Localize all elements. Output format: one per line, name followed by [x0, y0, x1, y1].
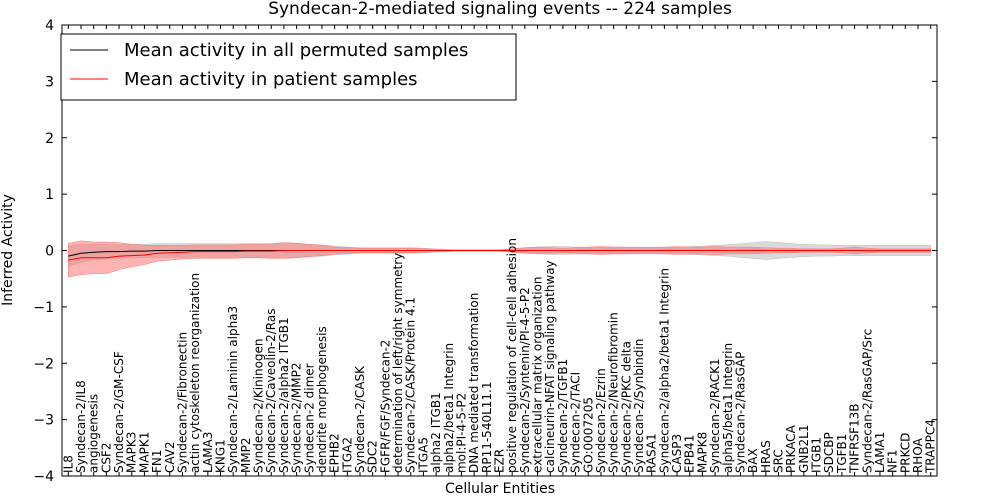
x-tick-label: Syndecan-2/Synbindin — [632, 339, 646, 473]
x-tick-label: TGFB1 — [835, 434, 849, 474]
y-tick-label: 0 — [45, 244, 54, 260]
x-tick-label: HRAS — [759, 440, 773, 473]
x-tick-label: CSF2 — [99, 442, 113, 473]
x-tick-label: Syndecan-2/Neurofibromin — [607, 312, 621, 473]
x-tick-label: LAMA1 — [873, 432, 887, 473]
x-tick-label: MAPK1 — [137, 432, 151, 473]
x-tick-label: NF1 — [886, 449, 900, 473]
x-tick-label: DNA mediated transformation — [467, 293, 481, 473]
legend: Mean activity in all permuted samples Me… — [60, 33, 517, 101]
x-tick-label: RHOA — [911, 437, 925, 473]
series-line-patient — [68, 250, 931, 261]
x-tick-label: KNG1 — [214, 439, 228, 473]
x-tick-label: Syndecan-2 dimer — [302, 363, 316, 473]
x-tick-label: Syndecan-2/RasGAP/Src — [860, 329, 874, 473]
x-tick-label: actin cytoskeleton reorganization — [188, 273, 202, 473]
x-tick-labels: IL8Syndecan-2/IL8angiogenesisCSF2Syndeca… — [61, 25, 938, 476]
x-tick-label: RP11-540L11.1 — [480, 381, 494, 472]
x-tick-label: dendrite morphogenesis — [315, 326, 329, 473]
x-tick-label: TRAPPC4 — [924, 419, 938, 474]
y-ticks: −4 −3 −2 −1 0 1 2 3 4 — [33, 18, 937, 485]
x-tick-label: Syndecan-2/alpha2/beta1 Integrin — [657, 268, 671, 473]
y-tick-label: 3 — [45, 74, 54, 90]
x-tick-label: BAX — [746, 448, 760, 473]
y-axis-label: Inferred Activity — [0, 194, 16, 306]
x-tick-label: EPB41 — [683, 435, 697, 473]
x-tick-label: RASA1 — [645, 433, 659, 473]
x-tick-label: ITGB1 — [810, 437, 824, 473]
y-tick-label: 1 — [45, 187, 54, 203]
x-tick-label: Syndecan-2/Caveolin-2/Ras — [264, 309, 278, 473]
x-tick-label: CASP3 — [670, 434, 684, 473]
x-tick-label: MMP2 — [239, 437, 253, 473]
x-tick-label: extracellular matrix organization — [531, 276, 545, 473]
x-tick-label: Syndecan-2/TGFB1 — [556, 359, 570, 473]
x-tick-label: SDC2 — [366, 440, 380, 473]
x-tick-label: Syndecan-2/CASK — [353, 365, 367, 473]
x-tick-label: calcineurin-NFAT signaling pathway — [543, 260, 557, 473]
y-tick-label: −4 — [33, 469, 54, 485]
x-tick-label: EZR — [493, 449, 507, 473]
x-tick-label: alpha2/beta1 Integrin — [442, 343, 456, 473]
x-tick-label: FN1 — [150, 449, 164, 473]
x-tick-label: Syndecan-2/TACI — [569, 372, 583, 473]
y-tick-label: −1 — [33, 300, 54, 316]
x-tick-label: Syndecan-2/Ezrin — [594, 368, 608, 473]
y-tick-label: 4 — [45, 18, 54, 34]
x-tick-label: Syndecan-2/RACK1 — [708, 358, 722, 473]
x-tick-label: determination of left/right symmetry — [391, 253, 405, 473]
x-tick-label: IL8 — [61, 455, 75, 473]
x-tick-label: positive regulation of cell-cell adhesio… — [505, 238, 519, 473]
x-tick-label: Syndecan-2/IL8 — [74, 380, 88, 473]
legend-label-patient: Mean activity in patient samples — [124, 69, 418, 90]
x-tick-label: FGFR/FGF/Syndecan-2 — [378, 340, 392, 473]
x-tick-label: alpha2 ITGB1 — [429, 392, 443, 473]
x-tick-label: CAV2 — [163, 441, 177, 473]
x-tick-label: angiogenesis — [87, 394, 101, 473]
x-tick-label: MAPK3 — [125, 432, 139, 473]
x-tick-label: Syndecan-2/Kininogen — [252, 338, 266, 473]
x-axis-label: Cellular Entities — [445, 481, 555, 497]
x-tick-label: Syndecan-2/GM-CSF — [112, 351, 126, 473]
x-tick-label: Syndecan-2/MMP2 — [290, 363, 304, 473]
x-tick-label: EPHB2 — [328, 433, 342, 473]
x-tick-label: ITGA2 — [340, 437, 354, 473]
confidence-bands — [68, 240, 931, 278]
x-tick-label: Syndecan-2/RasGAP — [733, 352, 747, 473]
chart-title: Syndecan-2-mediated signaling events -- … — [268, 0, 732, 19]
y-tick-label: 2 — [45, 131, 54, 147]
band-patient — [68, 240, 931, 278]
x-tick-label: ITGA5 — [416, 437, 430, 473]
x-tick-label: MAPK8 — [695, 432, 709, 473]
x-tick-label: Syndecan-2/PKC delta — [619, 341, 633, 473]
x-tick-label: SDCBP — [822, 432, 836, 473]
x-tick-label: TNFRSF13B — [848, 403, 862, 474]
x-tick-label: Syndecan-2/Syntenin/PI-4-5-P2 — [518, 287, 532, 473]
x-tick-label: LAMA3 — [201, 432, 215, 473]
y-tick-label: −3 — [33, 413, 54, 429]
x-tick-label: PRKACA — [784, 424, 798, 473]
series-lines — [68, 250, 931, 261]
x-tick-label: mol:PI-4-5-P2 — [455, 393, 469, 473]
legend-label-permuted: Mean activity in all permuted samples — [124, 40, 468, 61]
y-tick-label: −2 — [33, 356, 54, 372]
x-tick-label: Syndecan-2/Laminin alpha3 — [226, 306, 240, 473]
x-tick-label: Syndecan-2/Fibronectin — [176, 332, 190, 473]
x-tick-label: SRC — [772, 449, 786, 473]
x-tick-label: PRKCD — [898, 433, 912, 473]
x-tick-label: Syndecan-2/alpha2 ITGB1 — [277, 317, 291, 473]
x-tick-label: Syndecan-2/CASK/Protein 4.1 — [404, 297, 418, 473]
x-tick-label: GNB2L1 — [797, 424, 811, 472]
legend-box — [60, 33, 517, 101]
x-tick-label: alpha5/beta1 Integrin — [721, 343, 735, 473]
x-tick-label: GO:0007205 — [581, 397, 595, 473]
plot-frame — [61, 24, 938, 477]
